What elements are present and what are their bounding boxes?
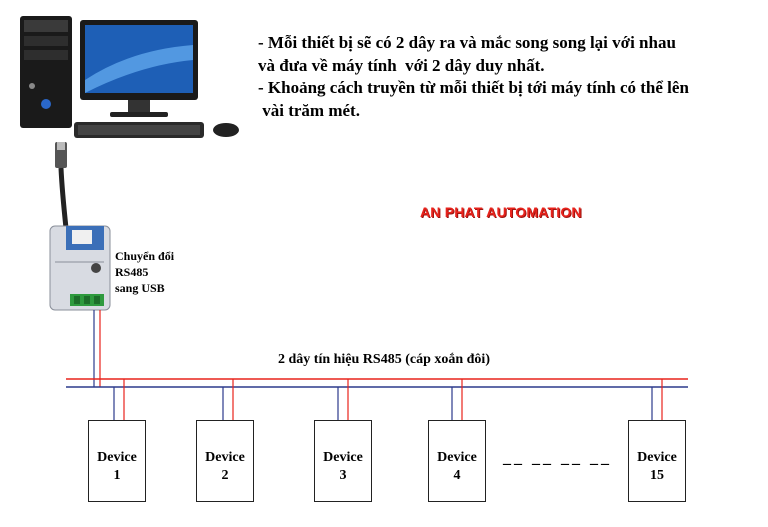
note-line: và đưa về máy tính với 2 dây duy nhất. xyxy=(258,55,545,75)
device-number: 3 xyxy=(339,468,347,483)
device-box-2: Device 2 xyxy=(196,420,254,502)
more-devices-ellipsis: __ __ __ __ xyxy=(503,450,612,467)
converter-label-line: Chuyển đổi xyxy=(115,249,175,263)
device-drop-wires xyxy=(113,379,663,420)
device-number: 15 xyxy=(650,468,664,483)
device-name: Device xyxy=(323,450,363,465)
device-box-15: Device 15 xyxy=(628,420,686,502)
monitor-icon xyxy=(80,20,198,117)
mouse-icon xyxy=(213,123,239,137)
bus-label: 2 dây tín hiệu RS485 (cáp xoắn đôi) xyxy=(278,352,490,367)
device-name: Device xyxy=(205,450,245,465)
device-box-3: Device 3 xyxy=(314,420,372,502)
pc-tower-icon xyxy=(20,16,72,128)
brand-label: AN PHAT AUTOMATION xyxy=(420,204,582,220)
note-line: vài trăm mét. xyxy=(258,100,360,120)
note-line: - Mỗi thiết bị sẽ có 2 dây ra và mắc son… xyxy=(258,33,676,52)
device-number: 4 xyxy=(453,468,461,483)
device-name: Device xyxy=(637,450,677,465)
note-line: - Khoảng cách truyền từ mỗi thiết bị tới… xyxy=(258,78,689,97)
device-name: Device xyxy=(437,450,477,465)
device-box-1: Device 1 xyxy=(88,420,146,502)
device-number: 2 xyxy=(221,468,229,483)
device-name: Device xyxy=(97,450,137,465)
device-number: 1 xyxy=(113,468,121,483)
converter-label: Chuyển đổi RS485 sang USB xyxy=(115,248,174,296)
device-box-4: Device 4 xyxy=(428,420,486,502)
keyboard-icon xyxy=(74,122,204,138)
rs485-converter-icon xyxy=(49,225,111,311)
usb-cable xyxy=(55,142,69,229)
converter-label-line: sang USB xyxy=(115,281,165,295)
converter-label-line: RS485 xyxy=(115,265,149,279)
description-text: - Mỗi thiết bị sẽ có 2 dây ra và mắc son… xyxy=(258,32,758,122)
